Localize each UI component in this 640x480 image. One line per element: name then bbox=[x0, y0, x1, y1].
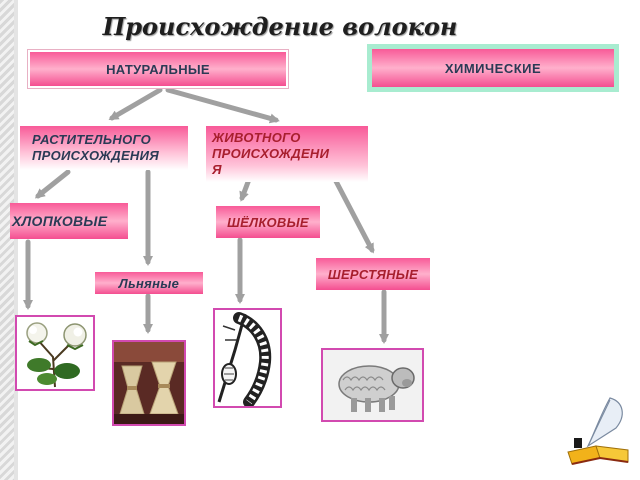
silk-label: ШЁЛКОВЫЕ bbox=[227, 214, 309, 230]
cotton-label: ХЛОПКОВЫЕ bbox=[12, 213, 108, 229]
arrow-natural-to-animal bbox=[165, 87, 280, 124]
cotton-plant-drawing bbox=[26, 322, 87, 388]
natural-fibers-label: НАТУРАЛЬНЫЕ bbox=[106, 61, 210, 77]
flax-label: Льняные bbox=[118, 275, 180, 291]
animal-origin-line1: ЖИВОТНОГО bbox=[212, 130, 301, 145]
silkworm-picture bbox=[213, 308, 282, 408]
chemical-fibers-box: ХИМИЧЕСКИЕ bbox=[367, 44, 619, 92]
animal-origin-line2: ПРОИСХОЖДЕНИ bbox=[212, 146, 330, 161]
flax-box: Льняные bbox=[95, 272, 203, 294]
plant-origin-line2: ПРОИСХОЖДЕНИЯ bbox=[32, 148, 160, 163]
animal-origin-box: ЖИВОТНОГО ПРОИСХОЖДЕНИ Я bbox=[206, 126, 368, 182]
left-decor-edge bbox=[14, 0, 18, 480]
slide-title: Происхождение волокон bbox=[102, 12, 458, 41]
flax-sheaves-picture bbox=[112, 340, 186, 426]
arrow-plant-to-cotton bbox=[34, 169, 71, 199]
cotton-plant-picture bbox=[15, 315, 95, 391]
arrow-natural-to-plant bbox=[108, 87, 163, 121]
wool-label: ШЕРСТЯНЫЕ bbox=[327, 266, 419, 282]
silkworm-drawing bbox=[217, 312, 272, 406]
animal-origin-line3: Я bbox=[212, 162, 222, 177]
silk-box: ШЁЛКОВЫЕ bbox=[216, 206, 320, 238]
plant-origin-box: РАСТИТЕЛЬНОГО ПРОИСХОЖДЕНИЯ bbox=[20, 126, 188, 170]
natural-fibers-box: НАТУРАЛЬНЫЕ bbox=[28, 50, 288, 88]
plant-origin-line1: РАСТИТЕЛЬНОГО bbox=[32, 132, 152, 147]
quill-and-book-icon bbox=[567, 397, 629, 465]
flax-sheaves-drawing bbox=[114, 342, 184, 424]
wool-box: ШЕРСТЯНЫЕ bbox=[316, 258, 430, 290]
left-decor-stripe bbox=[0, 0, 14, 480]
cotton-box: ХЛОПКОВЫЕ bbox=[10, 203, 128, 239]
sheep-picture bbox=[321, 348, 424, 422]
sheep-drawing bbox=[323, 350, 422, 420]
chemical-fibers-label: ХИМИЧЕСКИЕ bbox=[372, 49, 614, 87]
